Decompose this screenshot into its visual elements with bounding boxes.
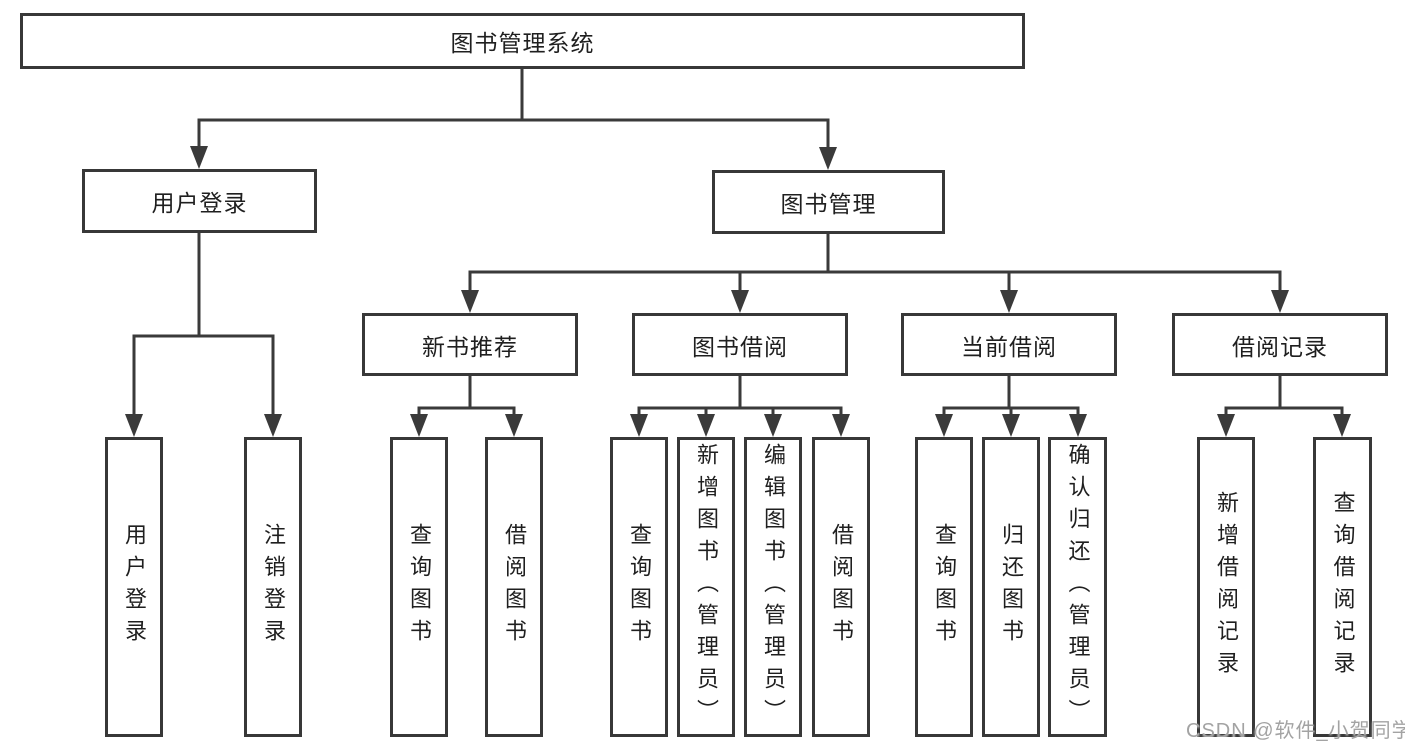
leaf-edit-books-admin-label: 编辑图书（管理员） bbox=[761, 443, 786, 731]
leaf-borrow-books-recommend-label: 借阅图书 bbox=[502, 523, 527, 651]
leaf-borrow-books-borrowing: 借阅图书 bbox=[812, 437, 870, 737]
leaf-add-books-admin-label: 新增图书（管理员） bbox=[694, 443, 719, 731]
leaf-return-books-label: 归还图书 bbox=[999, 523, 1024, 651]
node-current-borrowing: 当前借阅 bbox=[901, 313, 1117, 376]
leaf-search-books-borrowing: 查询图书 bbox=[610, 437, 668, 737]
leaf-search-borrow-record: 查询借阅记录 bbox=[1313, 437, 1372, 737]
leaf-search-books-current: 查询图书 bbox=[915, 437, 973, 737]
leaf-add-borrow-record-label: 新增借阅记录 bbox=[1214, 491, 1239, 683]
leaf-search-books-recommend-label: 查询图书 bbox=[407, 523, 432, 651]
leaf-search-books-recommend: 查询图书 bbox=[390, 437, 448, 737]
leaf-confirm-return-admin: 确认归还（管理员） bbox=[1048, 437, 1107, 737]
leaf-edit-books-admin: 编辑图书（管理员） bbox=[744, 437, 802, 737]
csdn-watermark: CSDN @软件_小贺同学 bbox=[1186, 720, 1405, 742]
leaf-return-books: 归还图书 bbox=[982, 437, 1040, 737]
leaf-add-borrow-record: 新增借阅记录 bbox=[1197, 437, 1255, 737]
leaf-logout-login-label: 注销登录 bbox=[261, 523, 286, 651]
leaf-user-login-label: 用户登录 bbox=[122, 523, 147, 651]
leaf-search-borrow-record-label: 查询借阅记录 bbox=[1330, 491, 1356, 683]
leaf-borrow-books-recommend: 借阅图书 bbox=[485, 437, 543, 737]
leaf-logout-login: 注销登录 bbox=[244, 437, 302, 737]
node-library-system: 图书管理系统 bbox=[20, 13, 1025, 69]
leaf-search-books-borrowing-label: 查询图书 bbox=[627, 523, 652, 651]
leaf-confirm-return-admin-label: 确认归还（管理员） bbox=[1065, 443, 1091, 731]
leaf-user-login: 用户登录 bbox=[105, 437, 163, 737]
leaf-search-books-current-label: 查询图书 bbox=[932, 523, 957, 651]
node-new-book-recommendation: 新书推荐 bbox=[362, 313, 578, 376]
node-user-login: 用户登录 bbox=[82, 169, 317, 233]
leaf-borrow-books-borrowing-label: 借阅图书 bbox=[829, 523, 854, 651]
node-book-borrowing: 图书借阅 bbox=[632, 313, 848, 376]
node-borrowing-records: 借阅记录 bbox=[1172, 313, 1388, 376]
node-book-management: 图书管理 bbox=[712, 170, 945, 234]
leaf-add-books-admin: 新增图书（管理员） bbox=[677, 437, 735, 737]
